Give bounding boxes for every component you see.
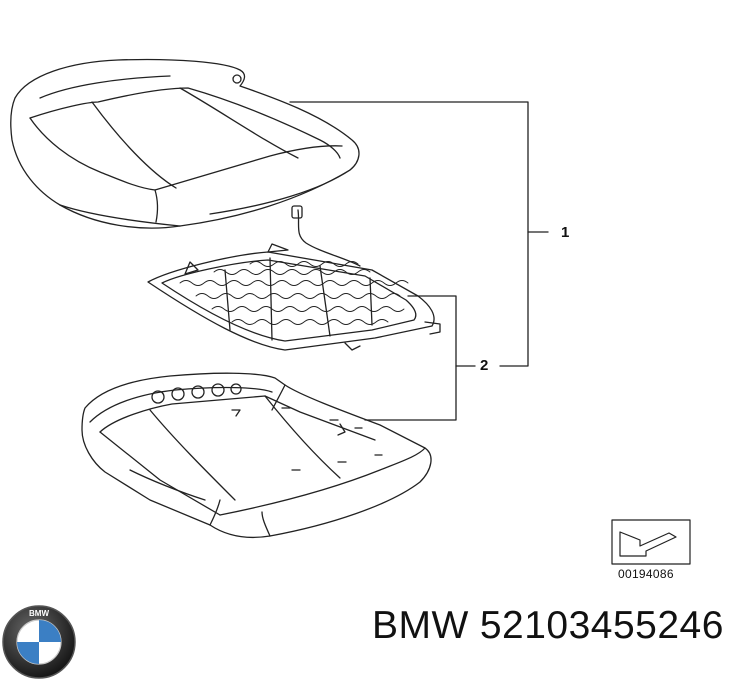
heater-connector-wire (291, 205, 361, 267)
callout-leader-2 (364, 295, 476, 421)
exploded-parts-diagram (10, 58, 691, 565)
part-number: 52103455246 (479, 604, 724, 647)
svg-text:BMW: BMW (29, 609, 49, 618)
bmw-roundel-logo: BMW (2, 605, 76, 679)
callout-2-label: 2 (480, 357, 489, 374)
callout-1-label: 1 (561, 224, 570, 241)
callout-leader-1 (289, 101, 549, 367)
brand-name: BMW (372, 604, 469, 647)
seat-heating-element-mat (147, 243, 441, 351)
view-direction-arrow-icon (611, 519, 691, 565)
seat-cushion-upholstered (10, 58, 360, 229)
heating-element-coils (179, 261, 409, 325)
seat-cushion-frame (81, 372, 432, 539)
diagram-code: 00194086 (618, 567, 674, 581)
